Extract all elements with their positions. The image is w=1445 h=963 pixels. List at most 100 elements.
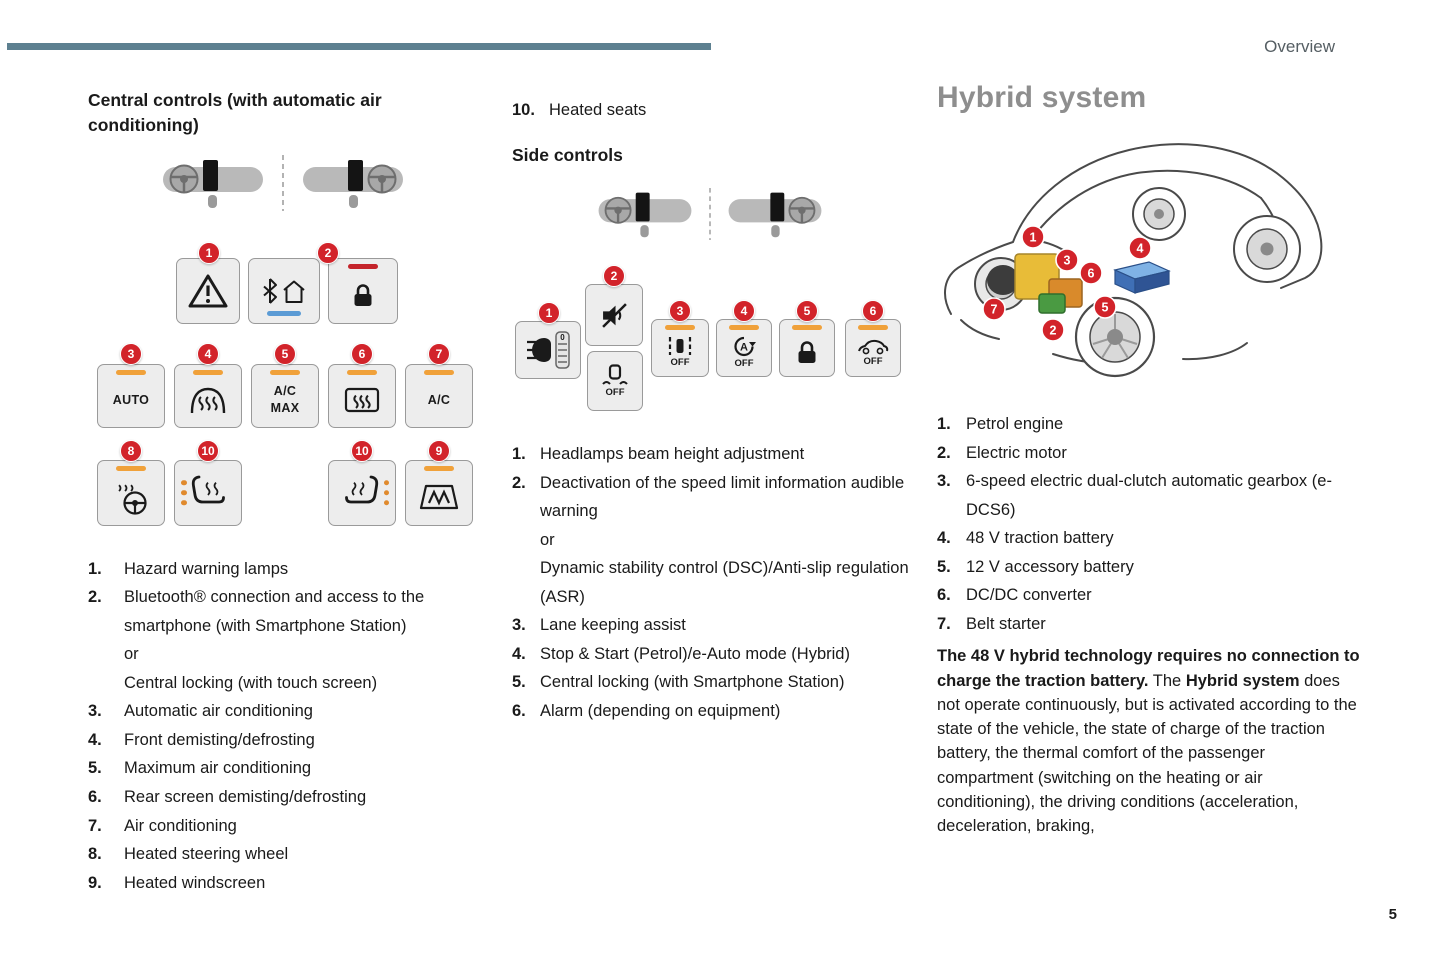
list-item-text: Heated seats — [549, 101, 647, 119]
headlamp-adjust-icon: 0 — [527, 331, 570, 369]
orange-indicator-bar — [270, 369, 300, 375]
traction-battery-part — [1113, 261, 1171, 294]
ac-max-button: A/C MAX — [251, 363, 319, 428]
central-controls-list: 1.Hazard warning lamps 2.Bluetooth® conn… — [88, 555, 480, 897]
list-item-number: 4. — [937, 529, 951, 548]
front-demist-button — [174, 363, 242, 428]
list-item-number: 5. — [88, 759, 102, 778]
svg-text:1: 1 — [1030, 231, 1037, 245]
dsc-asr-off-button: OFF — [587, 351, 643, 412]
list-item: 5. Maximum air conditioning — [88, 754, 480, 783]
list-item-number: 5. — [512, 673, 526, 692]
off-label: OFF — [605, 387, 625, 399]
stop-start-button: A OFF — [716, 319, 772, 378]
ac-button: A/C — [405, 363, 473, 428]
off-label: OFF — [863, 356, 883, 368]
callout-2: 2 — [1041, 318, 1065, 342]
list-item: 6.Rear screen demisting/defrosting — [88, 783, 480, 812]
rear-demist-icon — [344, 387, 380, 412]
callout-5: 5 — [1093, 295, 1117, 319]
dashboard-orientation-icons — [163, 154, 403, 211]
list-item: 2. Electric motor — [937, 439, 1365, 468]
right-hand-drive-icon — [303, 159, 403, 208]
callout-5: 5 — [274, 342, 296, 365]
list-item: 3.Lane keeping assist — [512, 611, 912, 640]
ac-max-label-line1: A/C — [273, 384, 297, 399]
heated-windscreen-button — [405, 459, 473, 526]
list-item-text: Electric motor — [966, 443, 1067, 462]
list-item-number: 3. — [937, 472, 951, 491]
right-hand-drive-icon — [728, 192, 822, 238]
list-item-number: 6. — [512, 701, 526, 720]
red-indicator-bar — [348, 263, 378, 269]
audible-warning-deactivate-button — [585, 284, 643, 347]
svg-text:4: 4 — [1137, 242, 1144, 256]
list-item-number: 7. — [88, 816, 102, 835]
alarm-button: OFF — [845, 319, 901, 378]
side-controls-title: Side controls — [512, 144, 623, 165]
central-controls-section: Central controls (with automatic air con… — [88, 88, 480, 897]
list-item: 6. Alarm (depending on equipment) — [512, 697, 912, 726]
heated-seat-icon — [345, 475, 379, 504]
list-item-number: 1. — [937, 415, 951, 433]
callout-8: 8 — [120, 439, 142, 462]
car-alarm-icon — [858, 340, 889, 355]
padlock-icon — [798, 341, 816, 364]
lane-keeping-assist-button: OFF — [651, 319, 709, 378]
list-item: 4.Stop & Start (Petrol)/e-Auto mode (Hyb… — [512, 640, 912, 669]
list-item: 6.DC/DC converter — [937, 581, 1365, 610]
hybrid-bold-inline: Hybrid system — [1185, 671, 1300, 690]
orange-indicator-bar — [347, 369, 377, 375]
list-item-text: Lane keeping assist — [540, 616, 686, 635]
front-demist-icon — [190, 387, 226, 413]
callout-4: 4 — [733, 300, 755, 323]
callout-3: 3 — [120, 342, 142, 365]
list-item-text: Bluetooth® connection and access to the … — [124, 588, 425, 692]
heated-steering-wheel-icon — [118, 484, 147, 515]
list-item: 2.Deactivation of the speed limit inform… — [512, 469, 912, 612]
auto-climate-button: AUTO — [97, 363, 165, 428]
left-hand-drive-icon — [598, 192, 692, 238]
side-controls-diagram: 0 OFF — [512, 184, 912, 416]
padlock-icon — [354, 284, 372, 306]
side-controls-section: 10. Heated seats Side controls — [512, 88, 912, 725]
list-item-text: Alarm (depending on equipment) — [540, 701, 781, 720]
callout-1: 1 — [1021, 225, 1045, 249]
orange-indicator-bar — [424, 369, 454, 375]
list-item-text: Stop & Start (Petrol)/e-Auto mode (Hybri… — [540, 644, 850, 663]
list-item-number: 9. — [88, 873, 102, 892]
belt-starter-part — [987, 265, 1019, 295]
callout-7: 7 — [982, 297, 1006, 321]
paragraph-text: does not operate continuously, but is ac… — [937, 671, 1357, 836]
callout-6: 6 — [351, 342, 373, 365]
petrol-engine-part — [1014, 253, 1060, 300]
list-item-text: Deactivation of the speed limit informat… — [540, 473, 909, 606]
auto-a-label: A — [740, 341, 748, 353]
central-locking-side-button — [779, 319, 835, 378]
powertrain-components — [987, 253, 1171, 314]
hybrid-system-title: Hybrid system — [937, 81, 1147, 114]
callout-1: 1 — [198, 241, 220, 264]
orange-indicator-bar — [116, 369, 146, 375]
list-item-text: Rear screen demisting/defrosting — [124, 788, 367, 806]
list-item-number: 6. — [937, 586, 951, 605]
speaker-mute-icon — [601, 302, 627, 328]
list-item-text: Automatic air conditioning — [124, 702, 313, 721]
callout-3: 3 — [1055, 248, 1079, 272]
list-item-number: 2. — [937, 443, 951, 462]
list-item: 3.6-speed electric dual-clutch automatic… — [937, 467, 1365, 524]
hazard-warning-button — [176, 257, 240, 324]
hybrid-bold-lead: The 48 V hybrid technology requires no c… — [937, 647, 1360, 690]
seat-heat-level-dots — [383, 480, 389, 506]
hybrid-components-list: 1.Petrol engine 2. Electric motor 3.6-spe… — [937, 410, 1365, 638]
list-item-text: Central locking (with Smartphone Station… — [540, 673, 845, 692]
list-item-text: Maximum air conditioning — [124, 759, 312, 778]
list-item: 9.Heated windscreen — [88, 869, 480, 898]
bluetooth-and-home-icon — [263, 278, 305, 304]
hybrid-description-paragraph: The 48 V hybrid technology requires no c… — [937, 644, 1364, 838]
list-item: 1.Petrol engine — [937, 410, 1365, 439]
central-locking-button — [328, 257, 398, 324]
bluetooth-smartphone-button — [248, 257, 320, 324]
svg-text:3: 3 — [1064, 254, 1071, 268]
list-item: 4.Front demisting/defrosting — [88, 726, 480, 755]
